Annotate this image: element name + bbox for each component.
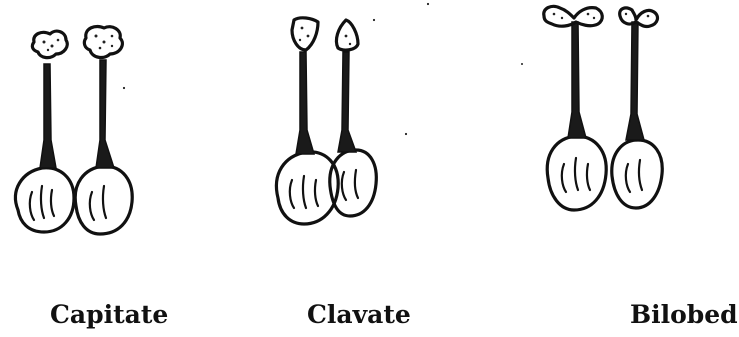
capitate-left-lobe	[15, 168, 74, 232]
bilobed-group	[544, 6, 663, 210]
clavate-stigma-right	[336, 20, 358, 50]
bilobed-stigma-left	[544, 6, 603, 26]
label-clavate: Clavate	[307, 300, 411, 329]
clavate-group	[276, 18, 376, 224]
capitate-style-left	[40, 64, 56, 168]
capitate-style-right	[96, 60, 114, 168]
bilobed-style-left	[568, 22, 586, 138]
clavate-style-left	[296, 52, 314, 154]
clavate-stigma-left	[292, 18, 318, 50]
bilobed-left-lobe	[547, 136, 606, 210]
bilobed-style-right	[626, 22, 644, 140]
bilobed-stigma-right	[620, 8, 658, 27]
capitate-stigma-left	[32, 31, 67, 58]
capitate-right-lobe	[75, 166, 132, 234]
clavate-style-right	[338, 52, 356, 152]
bilobed-right-lobe	[612, 140, 662, 208]
capitate-group	[15, 26, 132, 234]
label-capitate: Capitate	[50, 300, 168, 329]
scan-specks	[123, 3, 523, 135]
capitate-stigma-right	[84, 26, 122, 57]
label-bilobed: Bilobed	[630, 300, 738, 329]
